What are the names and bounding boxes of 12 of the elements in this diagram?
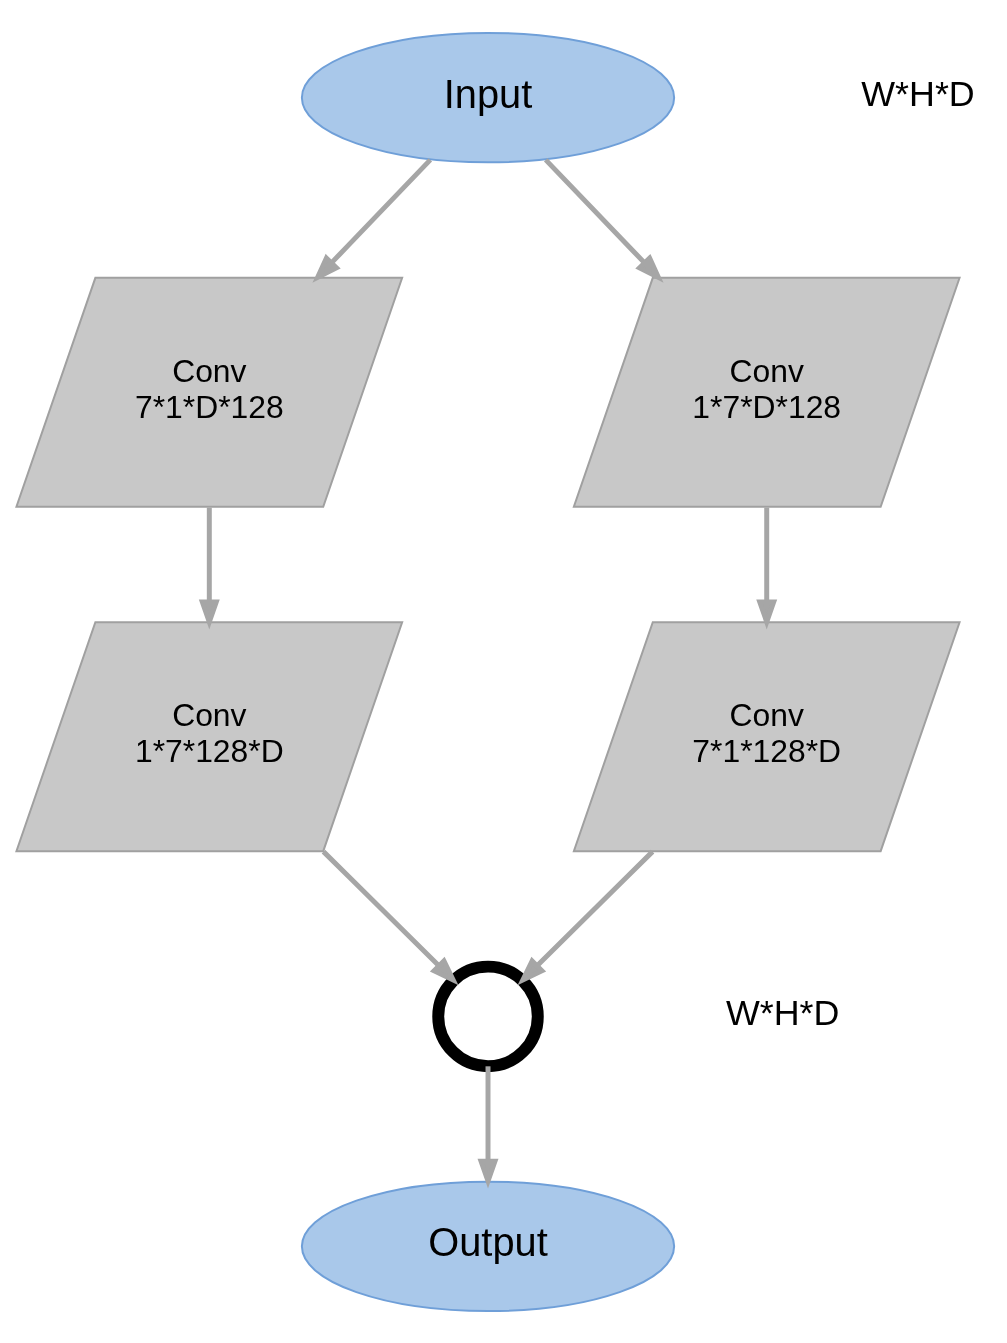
arrow — [477, 1065, 499, 1189]
arrow — [321, 849, 459, 985]
arrow — [312, 157, 433, 283]
node-ellipse: Output — [300, 1180, 676, 1312]
arrow — [198, 507, 220, 629]
arrow — [756, 507, 778, 629]
arrow — [543, 157, 664, 283]
node-circle — [432, 960, 544, 1072]
arrow — [517, 849, 655, 985]
label: W*H*D — [725, 992, 840, 1033]
label: W*H*D — [861, 73, 975, 114]
node-ellipse: Input — [300, 31, 676, 163]
